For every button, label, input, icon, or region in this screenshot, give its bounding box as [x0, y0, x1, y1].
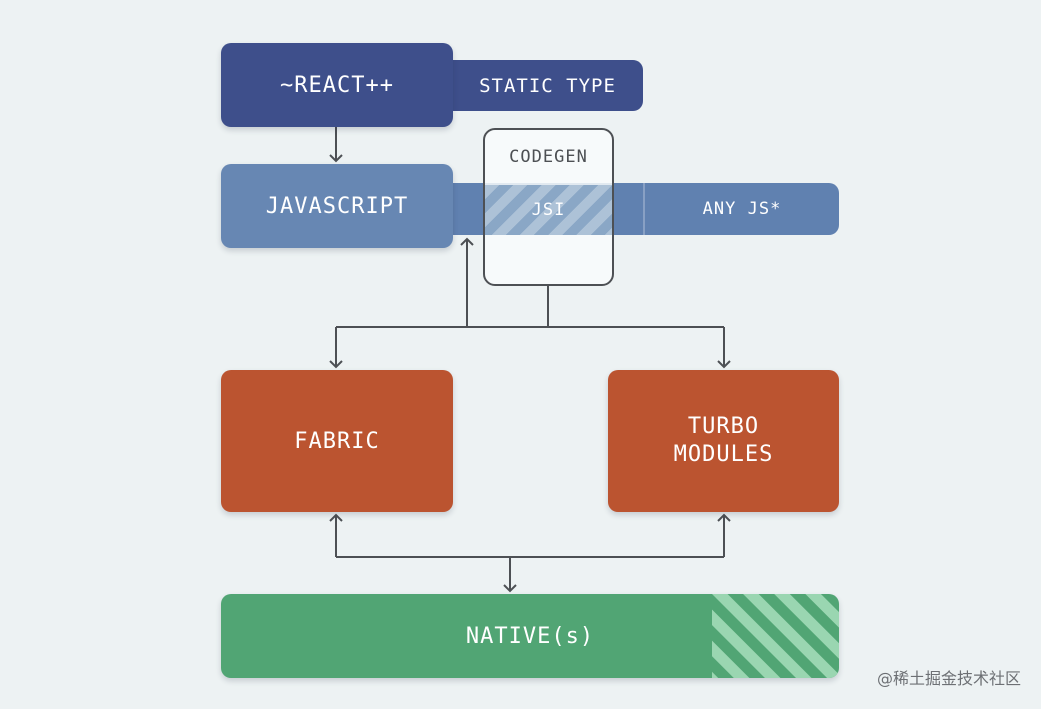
- fabric-label: FABRIC: [294, 428, 380, 454]
- static-type-node: STATIC TYPE: [440, 60, 643, 111]
- native-label: NATIVE(s): [465, 623, 595, 649]
- static-type-label: STATIC TYPE: [479, 74, 616, 97]
- native-node: NATIVE(s): [221, 594, 839, 678]
- watermark: @稀土掘金技术社区: [876, 669, 1021, 688]
- react-node: ~REACT++: [221, 43, 453, 127]
- turbo-modules-node: TURBO MODULES: [608, 370, 839, 512]
- fabric-node: FABRIC: [221, 370, 453, 512]
- any-js-divider: [643, 183, 645, 235]
- turbo-modules-label: TURBO MODULES: [673, 414, 774, 467]
- codegen-node: CODEGEN: [483, 128, 614, 286]
- jsi-node: JSI: [485, 185, 612, 235]
- javascript-node: JAVASCRIPT: [221, 164, 453, 248]
- codegen-label: CODEGEN: [509, 147, 588, 167]
- react-label: ~REACT++: [280, 72, 394, 98]
- javascript-label: JAVASCRIPT: [265, 193, 409, 219]
- any-js-node: ANY JS*: [645, 183, 839, 235]
- jsi-label: JSI: [531, 200, 566, 220]
- native-hatch-pattern: [712, 594, 839, 678]
- any-js-label: ANY JS*: [702, 199, 782, 219]
